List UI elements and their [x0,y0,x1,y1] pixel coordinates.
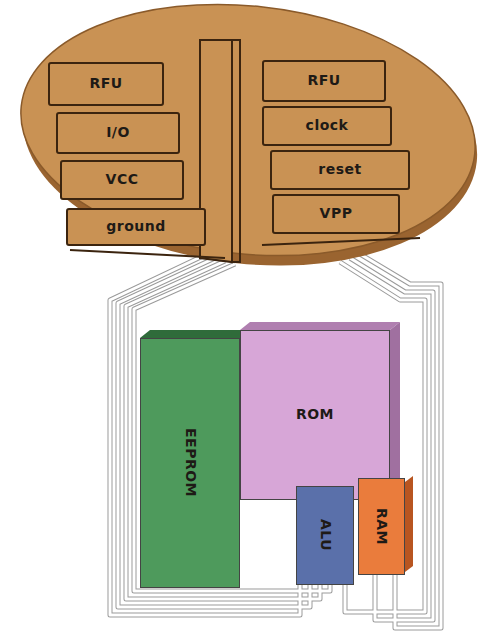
rom-side-face [390,322,400,500]
memory-block: ROM [240,330,390,500]
block-label: RAM [374,508,389,545]
contact-label: RFU [307,73,340,88]
ram-side-face [405,476,413,572]
contact-pad: reset [270,150,410,190]
contact-label: RFU [89,76,122,91]
pad-divider [70,250,225,258]
contact-label: ground [106,219,166,234]
center-contact-line [232,40,240,262]
contact-pad: clock [262,106,392,146]
block-label: EEPROM [182,428,197,497]
contact-pad: RFU [48,62,164,106]
contact-pad: I/O [56,112,180,154]
block-label: ALU [317,519,332,551]
contact-label: VCC [106,172,139,187]
wires [110,254,441,628]
contact-label: clock [306,118,349,133]
contact-pad: RFU [262,60,386,102]
memory-block: EEPROM [140,338,240,588]
pad-divider [262,238,420,245]
contact-label: reset [318,162,361,177]
memory-block: RAM [358,478,405,575]
contact-pad: VCC [60,160,184,200]
eeprom-top-face [140,330,250,338]
processor-block: ALU [296,486,354,585]
contact-label: I/O [106,125,130,140]
contact-pad: VPP [272,194,400,234]
block-label: ROM [296,407,334,422]
rom-top-face [240,322,400,330]
contact-plate [8,0,487,277]
contact-label: VPP [320,206,353,221]
contact-pad: ground [66,208,206,246]
